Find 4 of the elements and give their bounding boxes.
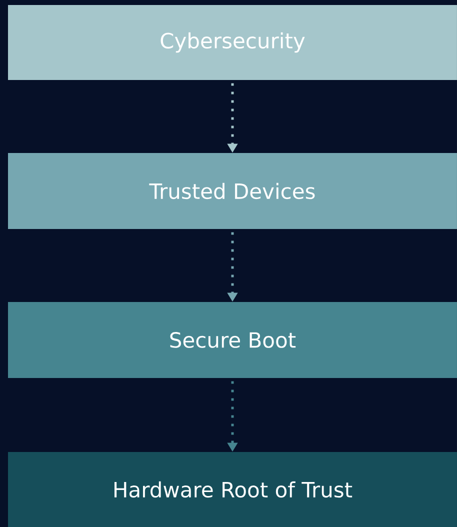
process-box: Trusted Devices: [8, 153, 457, 229]
process-box: Hardware Root of Trust: [8, 452, 457, 527]
process-box: Secure Boot: [8, 302, 457, 378]
process-box: Cybersecurity: [8, 5, 457, 80]
